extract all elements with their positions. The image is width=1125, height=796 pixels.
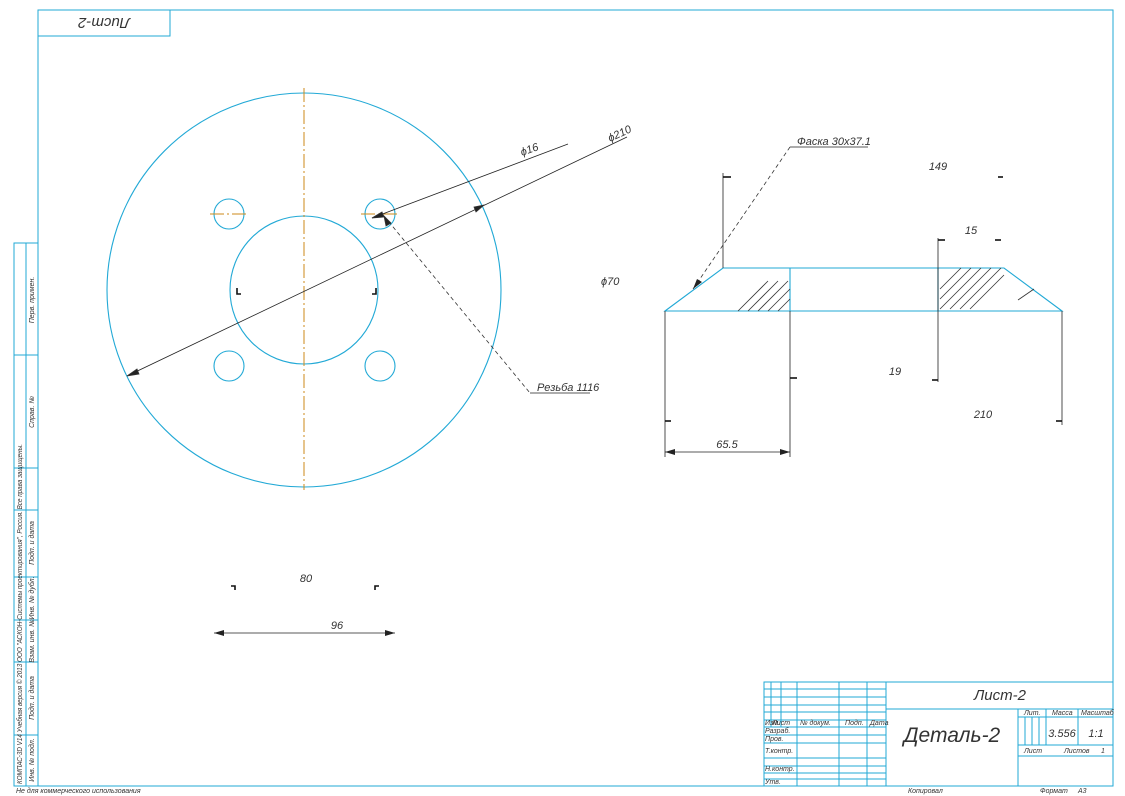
dim-80: 80 bbox=[300, 573, 313, 585]
front-view: ϕ210 ϕ16 ϕ70 Резьба 1116 80 96 bbox=[106, 88, 634, 636]
tb-row-tkontr: Т.контр. bbox=[765, 748, 793, 755]
tb-col-data: Дата bbox=[869, 720, 889, 727]
tb-lit-label: Лит. bbox=[1023, 710, 1040, 717]
dim-19: 19 bbox=[889, 366, 901, 378]
side-perv-primen: Перв. примен. bbox=[29, 277, 36, 324]
dim-d210: ϕ210 bbox=[606, 123, 634, 145]
title-block: Лист-2 Деталь-2 Изм. Лист № докум. Подп.… bbox=[763, 681, 1115, 787]
thread-note: Резьба 1116 bbox=[537, 382, 600, 394]
tb-mass-label: Масса bbox=[1052, 710, 1073, 717]
side-podp-data-2: Подп. и дата bbox=[28, 676, 36, 720]
tb-col-doc-no: № докум. bbox=[800, 719, 831, 727]
side-podp-data-1: Подп. и дата bbox=[28, 521, 36, 565]
dim-line-d16 bbox=[371, 143, 569, 219]
tb-mass-value: 3.556 bbox=[1048, 728, 1076, 740]
dim-d70: ϕ70 bbox=[601, 276, 620, 288]
footer-kopiroval: Копировал bbox=[908, 788, 943, 795]
tb-col-list: Лист bbox=[771, 720, 790, 727]
hatch-right bbox=[939, 267, 1035, 310]
corner-label-box bbox=[37, 9, 171, 37]
dim-line-d210 bbox=[126, 136, 628, 377]
dim-210: 210 bbox=[973, 409, 993, 421]
tb-sheets-label: Листов bbox=[1063, 748, 1090, 755]
section-view: 65.5 149 15 19 210 Фаска 30х37.1 bbox=[663, 136, 1064, 457]
chamfer-leader bbox=[692, 146, 791, 290]
tb-row-nkontr: Н.контр. bbox=[765, 766, 795, 773]
tb-col-podp: Подп. bbox=[845, 719, 864, 727]
footer-format-value: A3 bbox=[1077, 788, 1087, 795]
tb-row-utv: Утв. bbox=[764, 779, 781, 786]
footer-not-commercial: Не для коммерческого использования bbox=[16, 787, 141, 795]
footer-format-label: Формат bbox=[1040, 788, 1068, 795]
dim-65-5: 65.5 bbox=[716, 439, 738, 451]
side-vzam-inv: Взам. инв. № bbox=[29, 619, 36, 663]
tb-row-razrab: Разраб. bbox=[765, 727, 790, 735]
tb-col-izm: Изм. bbox=[765, 720, 780, 727]
tb-part-name: Деталь-2 bbox=[902, 724, 1001, 747]
tb-sheet-label: Лист bbox=[1023, 748, 1042, 755]
side-inv-podl: Инв. № подл. bbox=[28, 738, 36, 781]
dim-96: 96 bbox=[331, 620, 344, 632]
hatch-left bbox=[737, 280, 791, 312]
dim-d16: ϕ16 bbox=[519, 141, 541, 159]
tb-scale-label: Масштаб bbox=[1081, 709, 1115, 717]
tb-doc-code: Лист-2 bbox=[973, 687, 1027, 704]
tb-row-prov: Пров. bbox=[765, 736, 784, 743]
chamfer-note: Фаска 30х37.1 bbox=[797, 136, 871, 148]
side-license-text: КОМПАС-3D V14 Учебная версия © 2013 ООО … bbox=[16, 444, 24, 784]
thread-leader bbox=[383, 215, 531, 394]
tb-scale-value: 1:1 bbox=[1088, 728, 1103, 740]
side-inv-dubl: Инв. № дубл. bbox=[28, 576, 36, 619]
bolt-hole-bottom-left bbox=[213, 350, 245, 382]
section-outline bbox=[663, 267, 1064, 312]
corner-label: Лист-2 bbox=[77, 14, 131, 31]
dim-15: 15 bbox=[965, 225, 978, 237]
side-strip: Перв. примен. Справ. № Подп. и дата Инв.… bbox=[13, 242, 39, 787]
bolt-hole-bottom-right bbox=[364, 350, 396, 382]
tb-sheets-value: 1 bbox=[1101, 748, 1105, 755]
outer-frame bbox=[37, 9, 1114, 787]
dim-149: 149 bbox=[929, 161, 947, 173]
side-sprav-no: Справ. № bbox=[29, 396, 36, 428]
